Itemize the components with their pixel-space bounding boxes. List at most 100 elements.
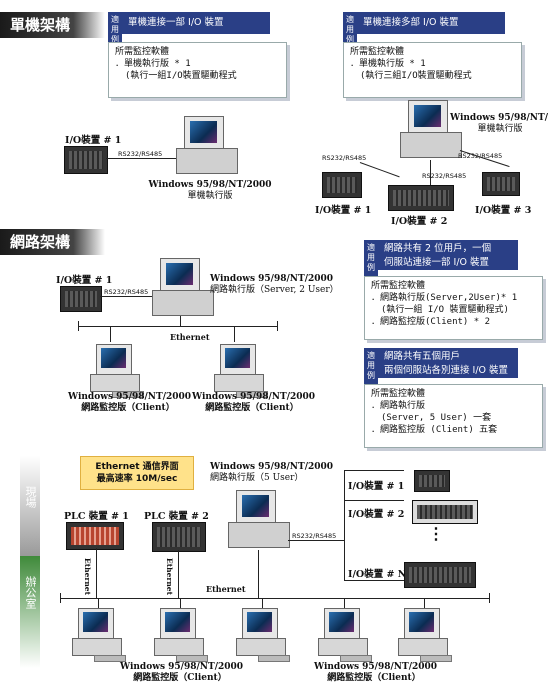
client-drop: [98, 598, 99, 608]
box4-title-line2: 兩個伺服站各別連接 I/O 裝置: [384, 365, 509, 376]
ethernet-line: [78, 321, 79, 331]
io-device-2: [412, 500, 478, 524]
io-device-1: [322, 172, 362, 198]
io-label-3: I/O裝置 # 3: [475, 205, 532, 216]
plc-ethernet-label: Ethernet: [165, 558, 174, 596]
edition-label: 網路監控版（Client）: [205, 403, 299, 413]
client-drop: [180, 598, 181, 608]
rs-label: RS232/RS485: [458, 152, 503, 160]
ethernet-label: Ethernet: [170, 332, 210, 342]
client-pc: [318, 608, 372, 662]
client-drop: [262, 598, 263, 608]
box2-line2: ．單機執行版 * 1: [350, 59, 426, 69]
section-header-single: 單機架構: [0, 12, 105, 38]
io-device-3: [482, 172, 520, 196]
ethernet-bus: [60, 598, 490, 599]
box1-line1: 所需監控軟體: [115, 47, 170, 57]
note-line2: 最高速率 10M/sec: [96, 474, 178, 484]
server-caption: Windows 95/98/NT/2000 網路執行版（Server, 2 Us…: [210, 274, 339, 296]
plc-ethernet-line: [178, 550, 179, 598]
box4-title-line1: 網路共有五個用戶: [384, 351, 461, 362]
rs-bus: [344, 470, 345, 580]
server-pc: [400, 100, 462, 160]
rs-line: [359, 162, 400, 178]
os-label: Windows 95/98/NT/2000: [210, 462, 334, 472]
rs-line: [430, 160, 431, 186]
box3-line2: ．網路執行版(Server,2User)* 1: [371, 293, 518, 303]
box2-title: 單機連接多部 I/O 裝置: [357, 12, 505, 34]
io-device-1: [414, 470, 450, 492]
os-label: Windows 95/98/NT/2000: [120, 662, 244, 672]
box4-line3: (Server, 5 User) 一套: [381, 413, 492, 423]
rs-label: RS232/RS485: [292, 532, 337, 540]
usage-tag: 適用例: [364, 348, 378, 384]
os-label: Windows 95/98/NT/2000: [192, 392, 316, 402]
io-device-2: [388, 185, 454, 211]
box1-line3: (執行一組I/O裝置驅動程式: [125, 71, 237, 81]
box4-line1: 所需監控軟體: [371, 389, 426, 399]
io-label-1: I/O裝置 # 1: [65, 135, 122, 146]
ethernet-line: [180, 316, 181, 326]
io-label-1: I/O裝置 # 1: [315, 205, 372, 216]
box4-line4: ．網路監控版 (Client) 五套: [371, 425, 498, 435]
box4-title: 網路共有五個用戶 兩個伺服站各別連接 I/O 裝置: [378, 348, 518, 378]
rs-branch: [344, 470, 404, 471]
server-pc: [176, 116, 238, 176]
edition-label: 網路執行版（5 User）: [210, 473, 304, 483]
io-label-2: I/O裝置 # 2: [391, 216, 448, 227]
office-label: 辦公室: [24, 576, 37, 609]
edition-label: 單機執行版: [187, 191, 233, 201]
ethernet-bus-cap: [489, 593, 490, 603]
client-caption: Windows 95/98/NT/2000 網路監控版（Client）: [314, 662, 437, 684]
usage-tag: 適用例: [343, 12, 357, 48]
server-pc: [228, 490, 290, 550]
client-pc: [72, 608, 126, 662]
client-caption: Windows 95/98/NT/2000 網路監控版（Client）: [120, 662, 244, 684]
io-label-1: I/O裝置 # 1: [348, 481, 405, 492]
field-strip: 現場: [20, 456, 40, 556]
edition-label: 網路監控版（Client）: [327, 673, 421, 683]
io-device-1: [60, 286, 102, 312]
usage-tag: 適用例: [108, 12, 122, 48]
plc-device-2: [152, 522, 206, 552]
plc-label-1: PLC 裝置 # 1: [64, 511, 129, 522]
box2-line3: (執行三組I/O裝置驅動程式: [360, 71, 472, 81]
server-caption: Windows 95/98/NT/2000 單機執行版: [450, 113, 548, 135]
box1-title: 單機連接一部 I/O 裝置: [122, 12, 270, 34]
client-pc: [214, 344, 268, 398]
box3-title: 網路共有 2 位用戶，一個 伺服站連接一部 I/O 裝置: [378, 240, 518, 270]
box2-body: 所需監控軟體 ．單機執行版 * 1 (執行三組I/O裝置驅動程式: [343, 42, 522, 98]
plc-ethernet-line: [96, 548, 97, 598]
ethernet-line: [78, 326, 278, 327]
field-label: 現場: [24, 486, 37, 508]
edition-label: 網路監控版（Client）: [133, 673, 227, 683]
office-strip: 辦公室: [20, 556, 40, 668]
client-pc: [154, 608, 208, 662]
edition-label: 單機執行版: [477, 124, 523, 134]
ethernet-label: Ethernet: [206, 584, 246, 594]
note-line1: Ethernet 通信界面: [95, 462, 179, 472]
box3-line3: (執行一組 I/O 裝置驅動程式): [381, 305, 509, 315]
io-device-1: [64, 146, 108, 174]
rs-label: RS232/RS485: [104, 288, 149, 296]
section-header-network: 網路架構: [0, 229, 105, 255]
ethernet-note: Ethernet 通信界面 最高速率 10M/sec: [80, 456, 194, 490]
rs-branch: [344, 500, 404, 501]
server-pc: [152, 258, 214, 318]
box1-line2: ．單機執行版 * 1: [115, 59, 191, 69]
io-label-n: I/O裝置 # N: [348, 569, 407, 580]
io-label-2: I/O裝置 # 2: [348, 509, 405, 520]
rs-branch: [344, 580, 404, 581]
os-label: Windows 95/98/NT/2000: [68, 392, 192, 402]
box3-line4: ．網路監控版(Client) * 2: [371, 317, 491, 327]
rs-label: RS232/RS485: [422, 172, 467, 180]
client-pc: [236, 608, 290, 662]
rs-label: RS232/RS485: [118, 150, 163, 158]
client-caption: Windows 95/98/NT/2000 網路監控版（Client）: [68, 392, 192, 414]
rs-label: RS232/RS485: [322, 154, 367, 162]
ethernet-line: [234, 326, 235, 342]
usage-tag: 適用例: [364, 240, 378, 276]
box3-body: 所需監控軟體 ．網路執行版(Server,2User)* 1 (執行一組 I/O…: [364, 276, 543, 340]
box4-line2: ．網路執行版: [371, 401, 426, 411]
plc-device-1: [66, 522, 124, 550]
